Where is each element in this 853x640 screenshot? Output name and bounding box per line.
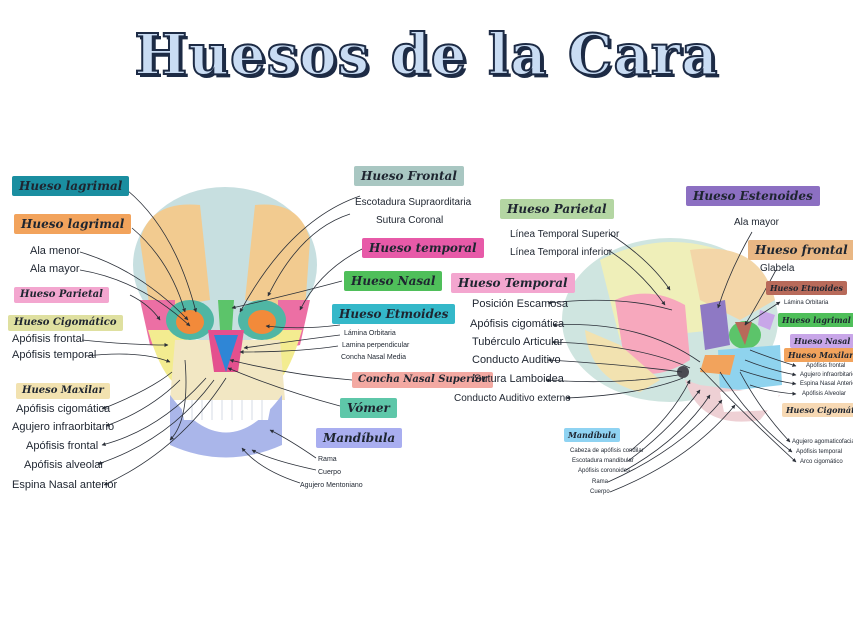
label-escotadura-mandibular: Escotadura mandibular [572,457,634,465]
label-agujero-infraorbitario: Agujero infraorbitario [12,421,114,434]
label-arco-cigomatico: Arco cigomático [800,458,843,466]
tag-hueso-frontal: Hueso Frontal [354,166,464,186]
tag-side-hueso-parietal: Hueso Parietal [500,199,614,219]
tag-hueso-lagrimal-1: Hueso lagrimal [12,176,129,196]
label-sutura-lamboidea: Sutura Lamboidea [474,373,564,386]
label-cabeza-apofisis-condilar: Cabeza de apófisis condilar [570,447,644,455]
label-apofisis-alveolar: Apófisis alveolar [24,459,104,472]
label-apofisis-temporal: Apófisis temporal [12,349,96,362]
side-skull [562,238,782,422]
tag-side-hueso-temporal: Hueso Temporal [451,273,575,293]
label-agujero-mentoniano: Agujero Mentoniano [300,481,363,490]
label-cuerpo-side: Cuerpo [590,488,610,496]
tag-hueso-cigomatico: Hueso Cigomático [8,315,123,331]
tag-mandibula: Mandíbula [316,428,402,448]
label-agujero-infraorbitario-side: Agujero infraorbitario [800,371,853,379]
label-linea-temporal-inferior: Línea Temporal inferior [510,246,612,259]
label-concha-nasal-media: Concha Nasal Media [341,353,406,362]
label-rama-side: Rama [592,478,608,486]
label-tuberculo-articular: Tubérculo Articular [472,336,563,349]
tag-side-hueso-nasal: Hueso Nasal [790,334,853,348]
label-posicion-escamosa: Posición Escamosa [472,298,568,311]
label-apofisis-frontal-2: Apófisis frontal [26,440,98,453]
label-apofisis-frontal-1: Apófisis frontal [12,333,84,346]
tag-side-hueso-cigomatico: Hueso Cigomático [782,403,853,417]
tag-side-hueso-etmoides: Hueso Etmoides [766,281,847,295]
label-ala-menor: Ala menor [30,245,80,258]
label-apofisis-coronoides: Apófisis coronoides [578,467,630,475]
label-espina-nasal-anterior-side: Espina Nasal Anterior [800,380,853,388]
tag-side-hueso-maxilar: Hueso Maxilar [784,348,853,362]
tag-side-mandibula: Mandíbula [564,428,620,442]
label-apofisis-cigomatica: Apófisis cigomática [16,403,110,416]
label-escotadura-supraorditaria: Escotadura Supraorditaria [355,196,471,209]
tag-hueso-maxilar: Hueso Maxilar [16,383,110,399]
tag-hueso-nasal: Hueso Nasal [344,271,442,291]
label-apofisis-cigomatica-side: Apófisis cigomática [470,318,564,331]
label-sutura-coronal: Sutura Coronal [376,214,443,227]
label-lamina-orbitaria: Lámina Orbitaria [344,329,396,338]
label-agujero-agomaticofacial: Agujero agomaticofacial [792,438,853,446]
label-lamina-perpendicular: Lamina perpendicular [342,341,409,350]
label-espina-nasal-anterior: Espina Nasal anterior [12,479,117,492]
tag-side-hueso-frontal: Hueso frontal [748,240,853,260]
label-apofisis-alveolar-side: Apófisis Alveolar [802,390,846,398]
label-lamina-orbitaria-side: Lámina Orbitaria [784,299,828,307]
label-linea-temporal-superior: Línea Temporal Superior [510,228,619,241]
tag-side-hueso-estenoides: Hueso Estenoides [686,186,820,206]
tag-vomer: Vómer [340,398,397,418]
tag-side-hueso-lagrimal: Hueso lagrimal [778,313,853,327]
label-apofisis-temporal-side: Apófisis temporal [796,448,842,456]
tag-hueso-parietal: Hueso Parietal [14,287,109,303]
tag-hueso-lagrimal-2: Hueso lagrimal [14,214,131,234]
label-glabela: Glabela [760,262,794,275]
label-ala-mayor: Ala mayor [30,263,80,276]
tag-hueso-temporal: Hueso temporal [362,238,484,258]
label-rama: Rama [318,455,337,464]
label-ala-mayor-side: Ala mayor [734,216,779,229]
label-conducto-auditivo: Conducto Auditivo [472,354,561,367]
label-conducto-auditivo-externo: Conducto Auditivo externo [454,392,571,405]
tag-hueso-etmoides: Hueso Etmoides [332,304,455,324]
tag-concha-nasal-superior: Concha Nasal Superior [352,372,493,388]
label-cuerpo: Cuerpo [318,468,341,477]
label-apofisis-frontal-side: Apófisis frontal [806,362,845,370]
